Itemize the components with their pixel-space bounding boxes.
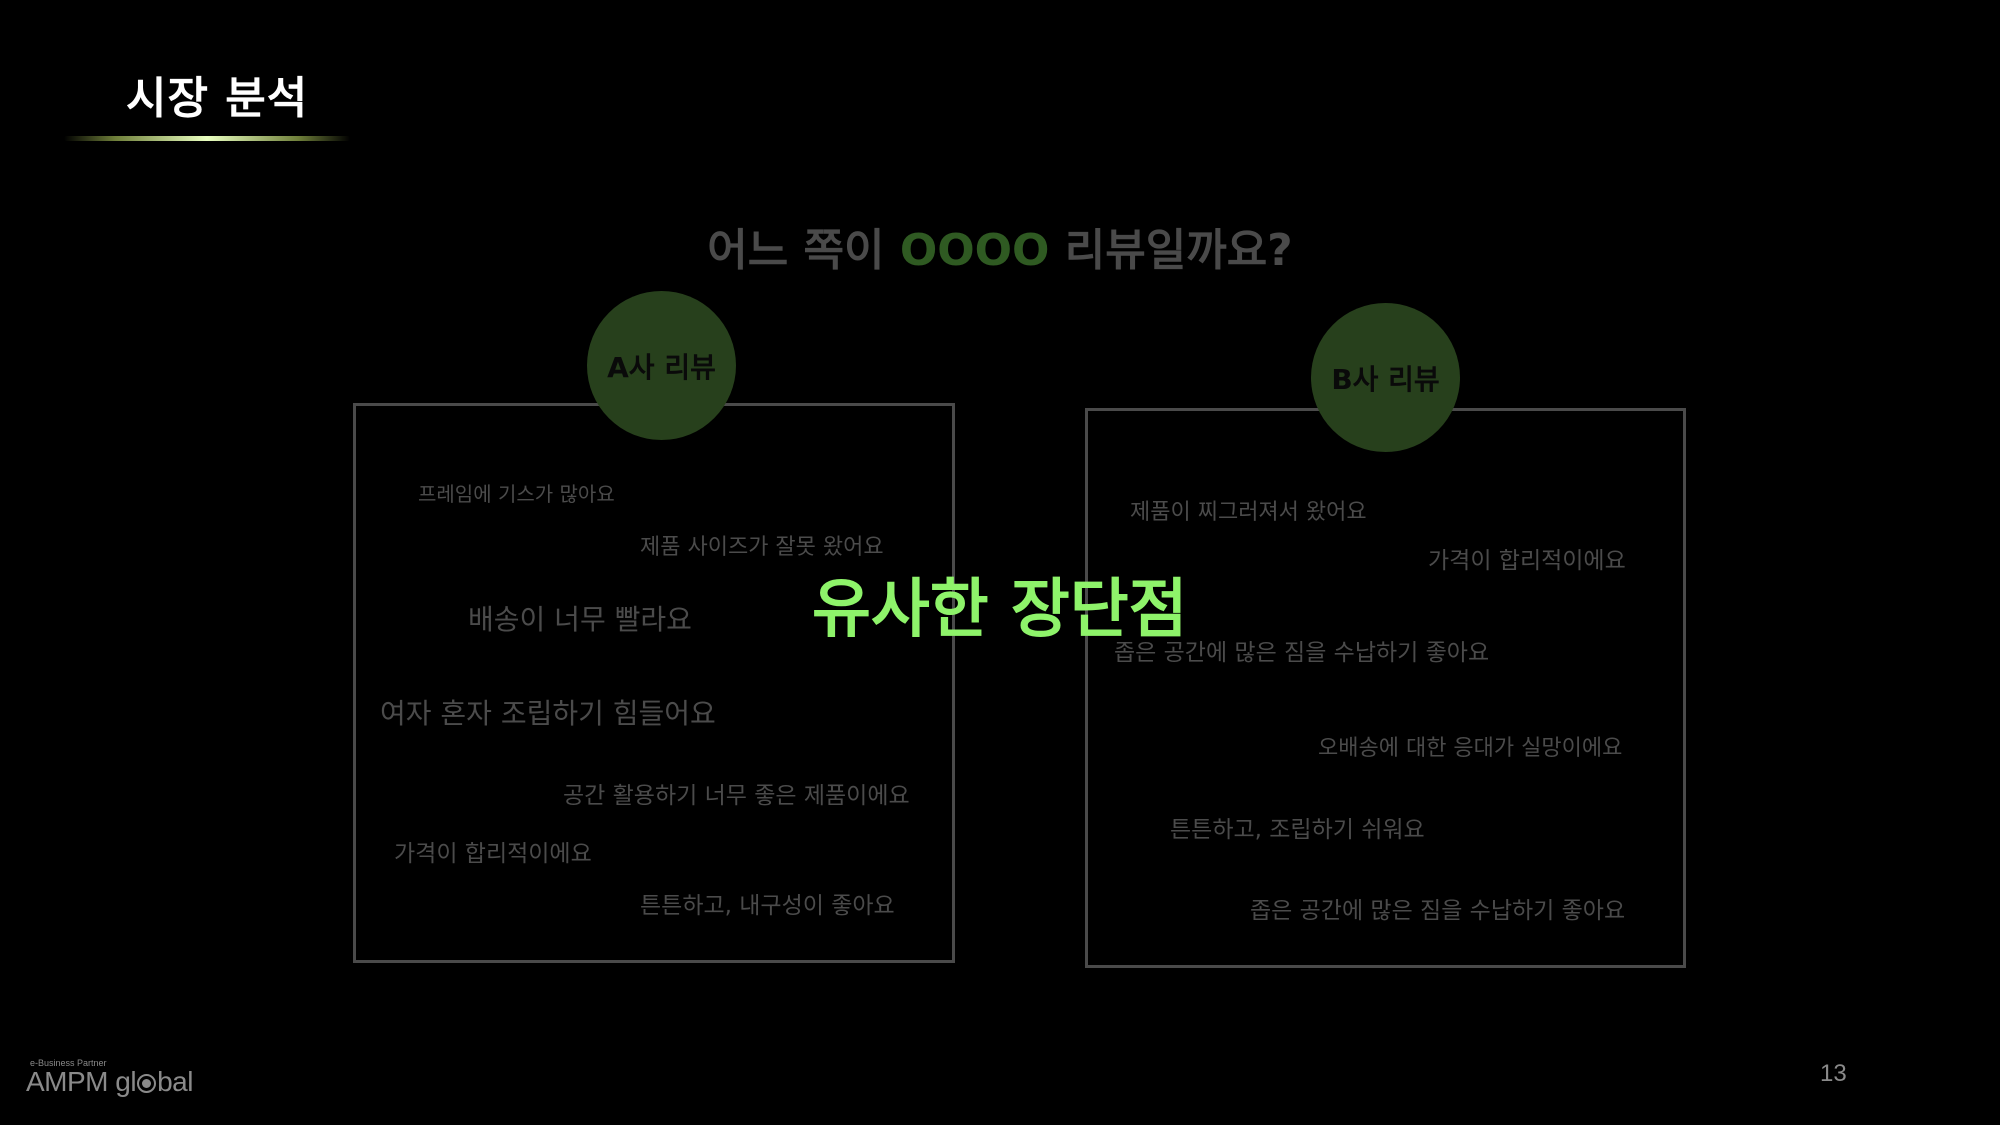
review-b-3: 좁은 공간에 많은 짐을 수납하기 좋아요: [1114, 640, 1490, 666]
logo-brand-part1: AMPM gl: [26, 1066, 137, 1097]
question-suffix: 리뷰일까요?: [1049, 225, 1293, 276]
review-a-2: 제품 사이즈가 잘못 왔어요: [640, 535, 884, 560]
question-highlight: OOOO: [899, 225, 1050, 276]
title-underline: [64, 136, 350, 141]
review-b-4: 오배송에 대한 응대가 실망이에요: [1318, 736, 1623, 761]
question-prefix: 어느 쪽이: [707, 225, 900, 276]
page-number: 13: [1820, 1060, 1847, 1087]
review-a-6: 가격이 합리적이에요: [394, 841, 592, 867]
review-b-6: 좁은 공간에 많은 짐을 수납하기 좋아요: [1250, 898, 1626, 924]
logo-tagline: e-Business Partner: [30, 1058, 107, 1068]
review-a-3: 배송이 너무 빨라요: [468, 603, 692, 636]
logo: AMPM gl bal: [26, 1066, 193, 1098]
review-panel-b: [1085, 408, 1686, 968]
review-a-5: 공간 활용하기 너무 좋은 제품이에요: [563, 783, 910, 809]
review-a-1: 프레임에 기스가 많아요: [418, 482, 615, 506]
badge-a-label: A사 리뷰: [607, 350, 716, 384]
review-b-2: 가격이 합리적이에요: [1428, 548, 1626, 574]
review-a-7: 튼튼하고, 내구성이 좋아요: [640, 893, 895, 919]
review-b-5: 튼튼하고, 조립하기 쉬워요: [1170, 817, 1425, 843]
overlay-heading: 유사한 장단점: [812, 573, 1188, 647]
globe-icon: [137, 1074, 157, 1093]
review-b-1: 제품이 찌그러져서 왔어요: [1130, 500, 1367, 525]
badge-a: A사 리뷰: [587, 291, 736, 440]
badge-b-label: B사 리뷰: [1331, 362, 1440, 396]
slide-title: 시장 분석: [126, 73, 309, 124]
question-heading: 어느 쪽이 OOOO 리뷰일까요?: [0, 214, 2000, 278]
review-a-4: 여자 혼자 조립하기 힘들어요: [380, 697, 716, 730]
logo-brand-part2: bal: [157, 1066, 193, 1097]
badge-b: B사 리뷰: [1311, 303, 1460, 452]
